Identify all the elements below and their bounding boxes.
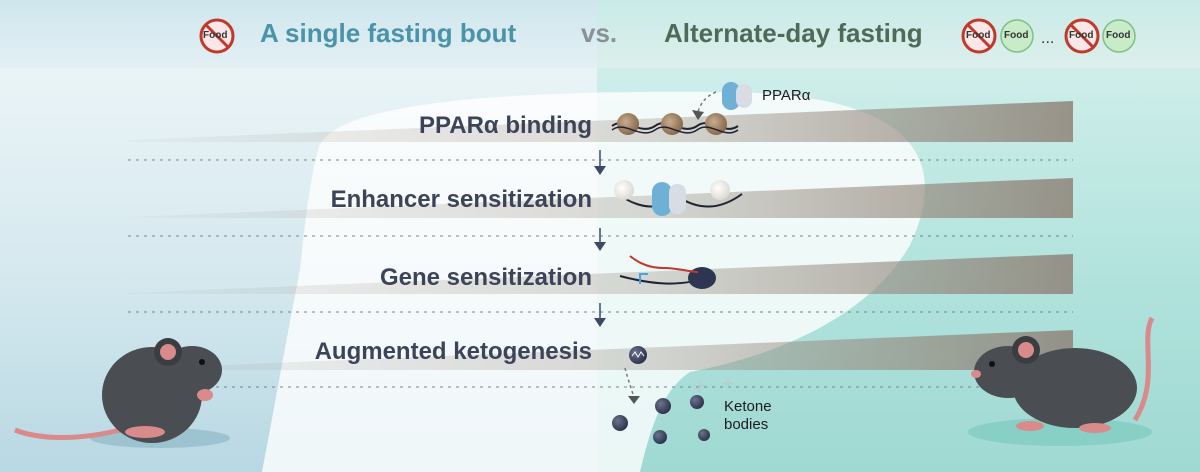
no-food-icon-right-2	[1064, 18, 1100, 54]
ellipsis: ...	[1041, 30, 1055, 47]
wedge-row-3	[128, 254, 1073, 294]
nucleosome-dna-row-1	[611, 113, 739, 135]
title-single-fasting: A single fasting bout	[260, 18, 517, 48]
ketone-label-line2: bodies	[724, 416, 769, 433]
gene-dna-row-3	[619, 255, 716, 289]
no-food-label-right-2: Food	[1069, 30, 1094, 41]
ppar-binding-arrow	[697, 91, 717, 113]
food-label-right-1: Food	[1004, 30, 1029, 41]
header-bg-right	[597, 0, 1200, 68]
no-food-icon-right-1	[961, 18, 997, 54]
ketone-label-line1: Ketone	[724, 398, 772, 415]
mouse-right-icon	[968, 316, 1155, 446]
wedge-row-1	[128, 101, 1073, 142]
ketone-source	[629, 346, 647, 364]
food-icon-right-1	[1000, 19, 1034, 53]
title-vs: vs.	[581, 18, 618, 48]
food-label-right-2: Food	[1106, 30, 1131, 41]
no-food-label-right-1: Food	[966, 30, 991, 41]
step-gene-sensitization: Gene sensitization	[379, 264, 592, 291]
enhancer-dna-row-2	[614, 180, 743, 216]
title-alternate-day-fasting: Alternate-day fasting	[664, 18, 923, 48]
no-food-label-left: Food	[203, 30, 228, 41]
wedge-row-4	[128, 330, 1073, 370]
ppar-label: PPARα	[762, 87, 811, 104]
no-food-icon-left	[199, 18, 235, 54]
mouse-left-icon	[14, 338, 230, 448]
flow-arrows	[594, 150, 606, 327]
wedge-row-2	[128, 178, 1073, 218]
ppar-binding-arrowhead	[692, 110, 704, 120]
ketone-arrowhead	[628, 396, 640, 404]
ketone-bodies	[612, 395, 710, 444]
ketone-arrow	[624, 367, 635, 399]
step-augmented-ketogenesis: Augmented ketogenesis	[314, 338, 592, 365]
ketone-sparkles	[694, 378, 733, 392]
ppar-protein-icon	[722, 82, 752, 110]
step-ppar-binding: PPARα binding	[419, 112, 592, 139]
step-enhancer-sensitization: Enhancer sensitization	[330, 186, 592, 213]
header-bg-left	[0, 0, 600, 68]
food-icon-right-2	[1102, 19, 1136, 53]
